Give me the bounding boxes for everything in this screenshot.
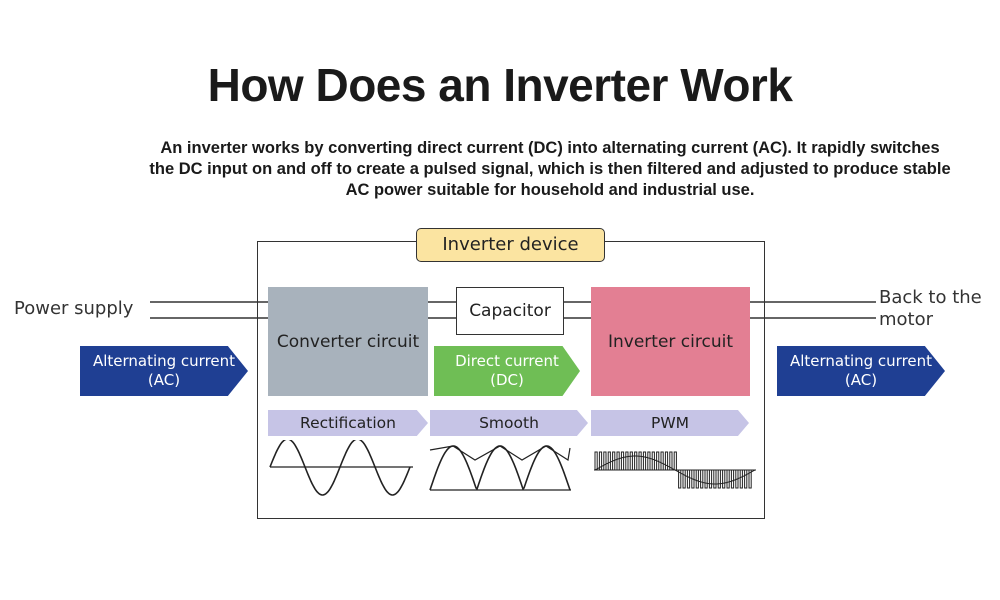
dc-line-1: Direct current bbox=[455, 352, 559, 370]
power-supply-label: Power supply bbox=[14, 298, 134, 319]
capacitor: Capacitor bbox=[456, 287, 564, 335]
device-label: Inverter device bbox=[416, 228, 605, 262]
page-title: How Does an Inverter Work bbox=[207, 59, 793, 111]
step-rectification-label: Rectification bbox=[300, 414, 396, 432]
back-to-motor-label: Back to the motor bbox=[879, 287, 982, 331]
inverter-circuit-label: Inverter circuit bbox=[607, 331, 733, 352]
step-pwm: PWM bbox=[591, 410, 749, 436]
step-pwm-label: PWM bbox=[650, 414, 690, 432]
step-smooth: Smooth bbox=[430, 410, 588, 436]
inverter-circuit: Inverter circuit bbox=[591, 287, 750, 396]
ac-input-arrow: Alternating current (AC) bbox=[80, 346, 248, 396]
description-line-1: An inverter works by converting direct c… bbox=[160, 139, 940, 157]
pwm-waveform bbox=[594, 451, 756, 489]
description-line-3: AC power suitable for household and indu… bbox=[345, 181, 755, 199]
back-to-motor-line-1: Back to the bbox=[879, 287, 982, 308]
dc-arrow: Direct current (DC) bbox=[434, 346, 580, 396]
ac-output-arrow: Alternating current (AC) bbox=[777, 346, 945, 396]
smoothed-waveform bbox=[429, 445, 571, 491]
dc-line-2: (DC) bbox=[490, 371, 524, 389]
ac-input-line-2: (AC) bbox=[147, 371, 181, 389]
converter-circuit: Converter circuit bbox=[268, 287, 428, 396]
description-line-2: the DC input on and off to create a puls… bbox=[149, 160, 951, 178]
converter-circuit-label: Converter circuit bbox=[276, 331, 420, 352]
sine-waveform bbox=[269, 440, 413, 496]
step-rectification: Rectification bbox=[268, 410, 428, 436]
description: An inverter works by converting direct c… bbox=[110, 138, 990, 201]
capacitor-label: Capacitor bbox=[469, 301, 551, 321]
ac-input-line-1: Alternating current bbox=[92, 352, 236, 370]
ac-output-line-2: (AC) bbox=[844, 371, 878, 389]
ac-output-line-1: Alternating current bbox=[789, 352, 933, 370]
back-to-motor-line-2: motor bbox=[879, 309, 934, 330]
step-smooth-label: Smooth bbox=[479, 414, 539, 432]
